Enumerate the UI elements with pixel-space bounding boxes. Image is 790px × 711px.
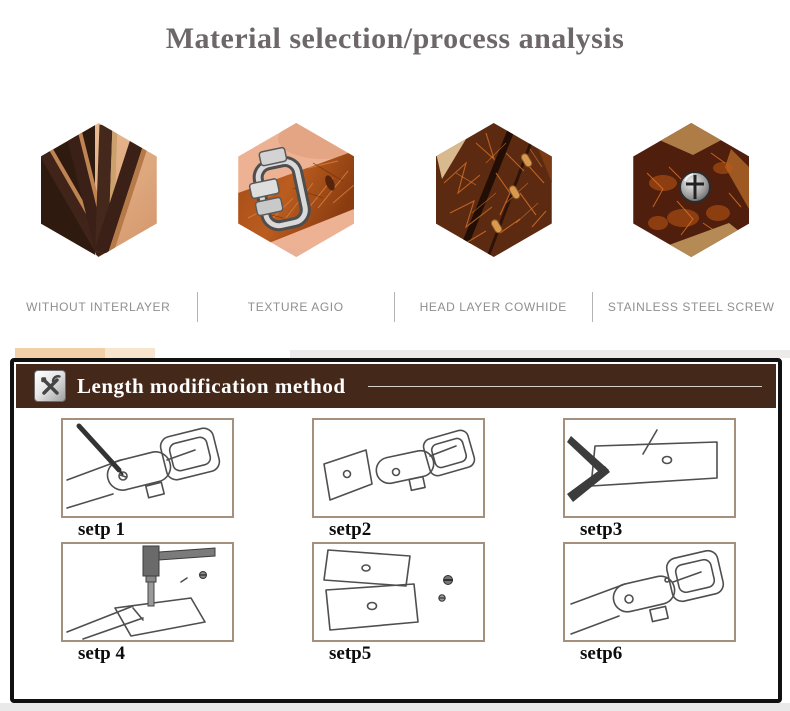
cowhide-texture-photo <box>435 123 552 257</box>
tools-icon <box>34 370 66 402</box>
header-rule-line <box>367 385 762 387</box>
cut-strap-drawing <box>563 418 736 518</box>
strap-pieces-and-screws-drawing <box>312 542 485 642</box>
method-panel-title: Length modification method <box>77 373 346 398</box>
unscrew-buckle-drawing <box>61 418 234 518</box>
step-2-label: setp2 <box>329 519 372 540</box>
step-4: setp 4 <box>61 542 234 666</box>
step-1: setp 1 <box>61 418 234 542</box>
step-4-label: setp 4 <box>78 643 125 664</box>
page-title: Material selection/process analysis <box>165 22 625 55</box>
step-6-label: setp6 <box>580 643 623 664</box>
feature-label-head-layer-cowhide: HEAD LAYER COWHIDE <box>395 292 593 322</box>
decorative-strip-light-peach <box>105 348 155 358</box>
steel-screw-photo <box>633 123 750 257</box>
step-2: setp2 <box>312 418 485 542</box>
step-3-label: setp3 <box>580 519 623 540</box>
length-modification-header: Length modification method <box>16 364 776 408</box>
leather-layers-photo <box>40 123 157 257</box>
decorative-strip-peach <box>15 348 105 358</box>
feature-label-stainless-steel-screw: STAINLESS STEEL SCREW <box>607 300 775 314</box>
feature-column-2 <box>198 123 396 257</box>
steps-grid: setp 1 setp2 <box>61 418 736 666</box>
feature-photo-row <box>0 123 790 257</box>
feature-label-without-interlayer: WITHOUT INTERLAYER <box>0 292 198 322</box>
punch-hole-drawing <box>61 542 234 642</box>
feature-label-row: WITHOUT INTERLAYER TEXTURE AGIO HEAD LAY… <box>0 292 790 322</box>
separated-parts-drawing <box>312 418 485 518</box>
belt-buckle-photo <box>238 123 355 257</box>
feature-column-3 <box>395 123 593 257</box>
step-5: setp5 <box>312 542 485 666</box>
feature-column-4 <box>593 123 790 257</box>
step-6: setp6 <box>563 542 736 666</box>
decorative-strip-gray <box>290 350 790 358</box>
step-1-label: setp 1 <box>78 519 125 540</box>
page-bottom-strip <box>0 703 790 711</box>
length-modification-panel: Length modification method <box>10 358 782 703</box>
reassembled-belt-drawing <box>563 542 736 642</box>
step-3: setp3 <box>563 418 736 542</box>
step-5-label: setp5 <box>329 643 372 664</box>
feature-column-1 <box>0 123 198 257</box>
feature-label-texture-agio: TEXTURE AGIO <box>198 292 395 322</box>
